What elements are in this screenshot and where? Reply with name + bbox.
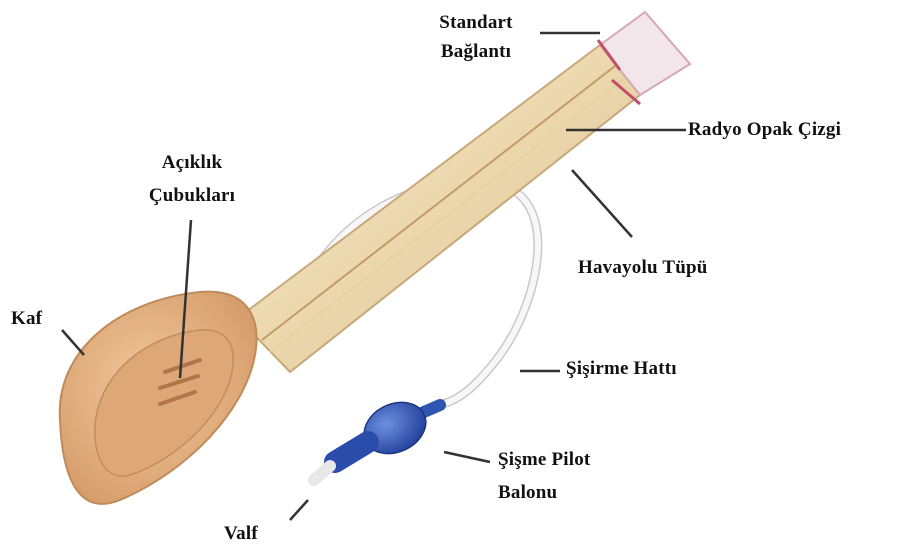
label-aperture-bars-line1: Açıklık [128, 151, 256, 174]
leader-valve [290, 500, 308, 520]
valve-body [335, 442, 368, 462]
label-standard-connector-line1: Standart [421, 11, 531, 34]
label-cuff: Kaf [11, 307, 42, 330]
label-valve: Valf [224, 522, 258, 545]
leader-cuff [62, 330, 84, 355]
label-pilot-balloon-line1: Şişme Pilot [498, 448, 590, 471]
tube-inner-line [270, 78, 625, 352]
label-standard-connector: Standart Bağlantı [421, 11, 531, 63]
label-inflation-line: Şişirme Hattı [566, 357, 677, 380]
label-airway-tube: Havayolu Tüpü [578, 256, 708, 279]
radiopaque-stripe [262, 66, 615, 340]
valve-tip [314, 466, 330, 480]
label-pilot-balloon-line2: Balonu [498, 481, 590, 504]
label-standard-connector-line2: Bağlantı [421, 40, 531, 63]
label-radiopaque-line: Radyo Opak Çizgi [688, 118, 841, 141]
leader-airway-tube [572, 170, 632, 237]
label-pilot-balloon: Şişme Pilot Balonu [498, 448, 590, 504]
leader-pilot-balloon [444, 452, 490, 462]
label-aperture-bars-line2: Çubukları [128, 184, 256, 207]
label-aperture-bars: Açıklık Çubukları [128, 151, 256, 207]
